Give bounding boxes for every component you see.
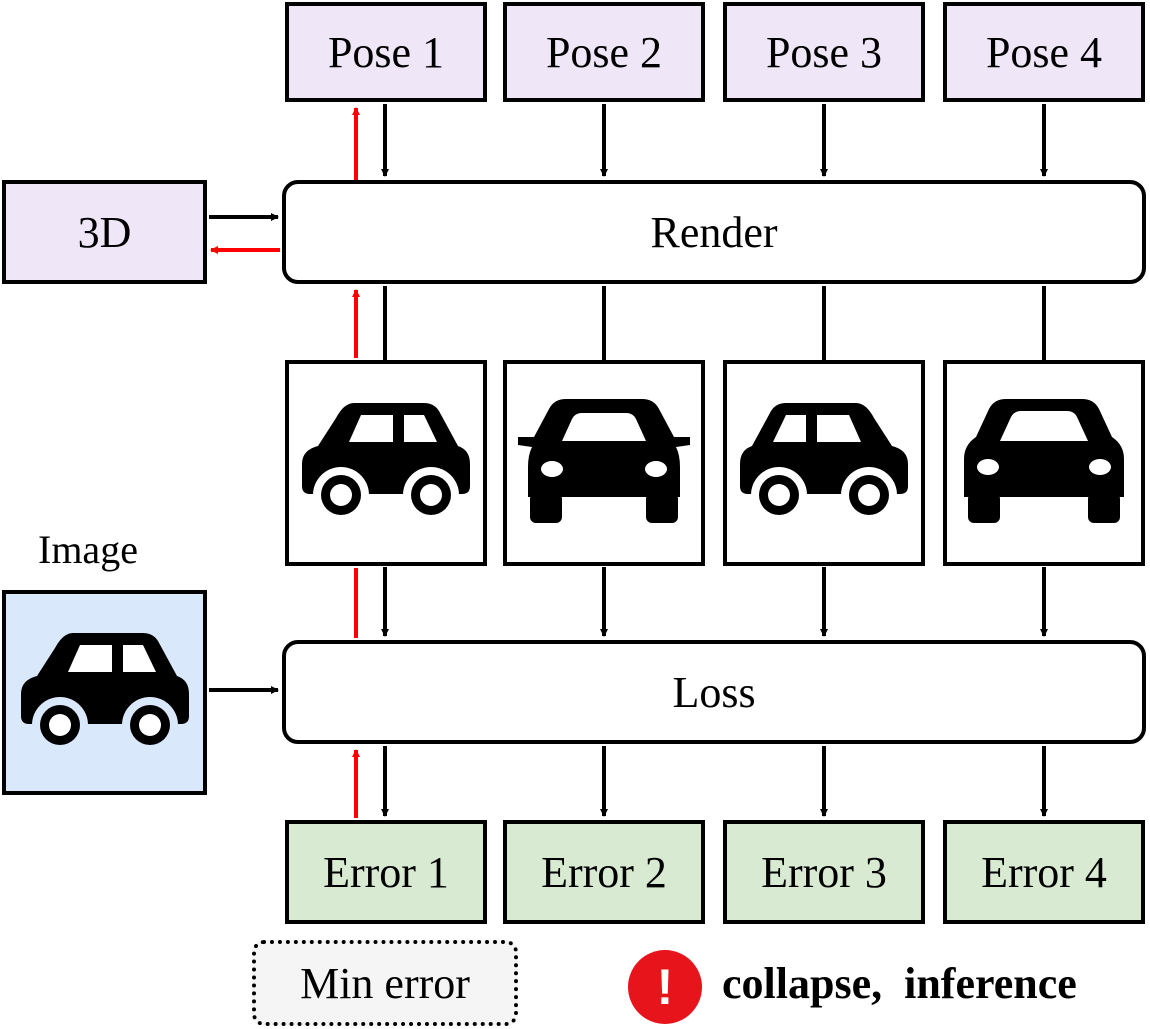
- car-side-view-icon: [740, 403, 908, 523]
- threed-label: 3D: [77, 207, 132, 257]
- error-label-1: Error 1: [323, 847, 449, 897]
- pose-box-3: Pose 3: [723, 2, 925, 102]
- pose-label-3: Pose 3: [765, 27, 883, 77]
- car-front-view-icon: [964, 399, 1124, 523]
- pose-label-4: Pose 4: [985, 27, 1103, 77]
- error-label-4: Error 4: [981, 847, 1107, 897]
- render-view-3: [723, 360, 925, 566]
- error-label-2: Error 2: [541, 847, 667, 897]
- pose-box-2: Pose 2: [503, 2, 705, 102]
- car-side-view-icon: [302, 403, 470, 523]
- exclamation-icon: !: [628, 950, 702, 1024]
- car-front-view-icon: [518, 399, 690, 523]
- exclamation-symbol: !: [656, 959, 674, 1015]
- min-error-box: Min error: [252, 940, 518, 1026]
- pose-label-2: Pose 2: [545, 27, 663, 77]
- image-label: Image: [38, 527, 138, 572]
- render-view-4: [943, 360, 1145, 566]
- render-box: Render: [282, 180, 1146, 284]
- loss-label: Loss: [672, 667, 756, 717]
- legend-text: collapse, inference: [722, 959, 1077, 1008]
- error-box-4: Error 4: [943, 820, 1145, 924]
- pose-label-1: Pose 1: [327, 27, 445, 77]
- error-box-1: Error 1: [285, 820, 487, 924]
- threed-box: 3D: [2, 180, 207, 284]
- error-box-3: Error 3: [723, 820, 925, 924]
- pose-box-1: Pose 1: [285, 2, 487, 102]
- input-image-tile: [2, 590, 207, 795]
- render-label: Render: [650, 207, 778, 257]
- min-error-label: Min error: [300, 958, 470, 1008]
- car-side-view-icon: [20, 632, 189, 753]
- error-label-3: Error 3: [761, 847, 887, 897]
- pose-box-4: Pose 4: [943, 2, 1145, 102]
- render-view-1: [285, 360, 487, 566]
- loss-box: Loss: [282, 640, 1146, 744]
- error-box-2: Error 2: [503, 820, 705, 924]
- render-view-2: [503, 360, 705, 566]
